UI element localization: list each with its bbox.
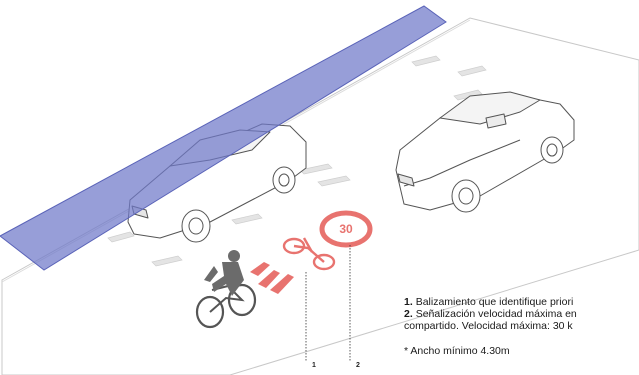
cyclist-figure bbox=[195, 250, 257, 329]
legend-text: 1. Balizamiento que identifique priori 2… bbox=[404, 296, 639, 357]
parking-markers bbox=[107, 55, 487, 267]
callout-leaders bbox=[305, 245, 351, 362]
legend-item-1: 1. Balizamiento que identifique priori bbox=[404, 296, 639, 308]
speed-limit-value: 30 bbox=[339, 222, 353, 236]
chevron-markings bbox=[250, 262, 294, 294]
speed-limit-sign-marking: 30 bbox=[319, 210, 373, 248]
bicycle-symbol-marking bbox=[282, 237, 336, 271]
legend-item-1-number: 1. bbox=[404, 296, 413, 308]
parked-car-right bbox=[395, 91, 575, 213]
legend-footnote: * Ancho mínimo 4.30m bbox=[404, 345, 510, 357]
legend-item-2-continued: compartido. Velocidad máxima: 30 k bbox=[404, 320, 573, 332]
callout-number-2: 2 bbox=[356, 362, 360, 369]
legend-item-2-text: Señalización velocidad máxima en bbox=[415, 308, 577, 320]
bike-lane-band bbox=[0, 5, 447, 271]
legend-item-2-number: 2. bbox=[404, 308, 413, 320]
legend-item-1-text: Balizamiento que identifique priori bbox=[415, 296, 574, 308]
legend-item-2: 2. Señalización velocidad máxima en bbox=[404, 308, 639, 320]
callout-number-1: 1 bbox=[312, 362, 316, 369]
